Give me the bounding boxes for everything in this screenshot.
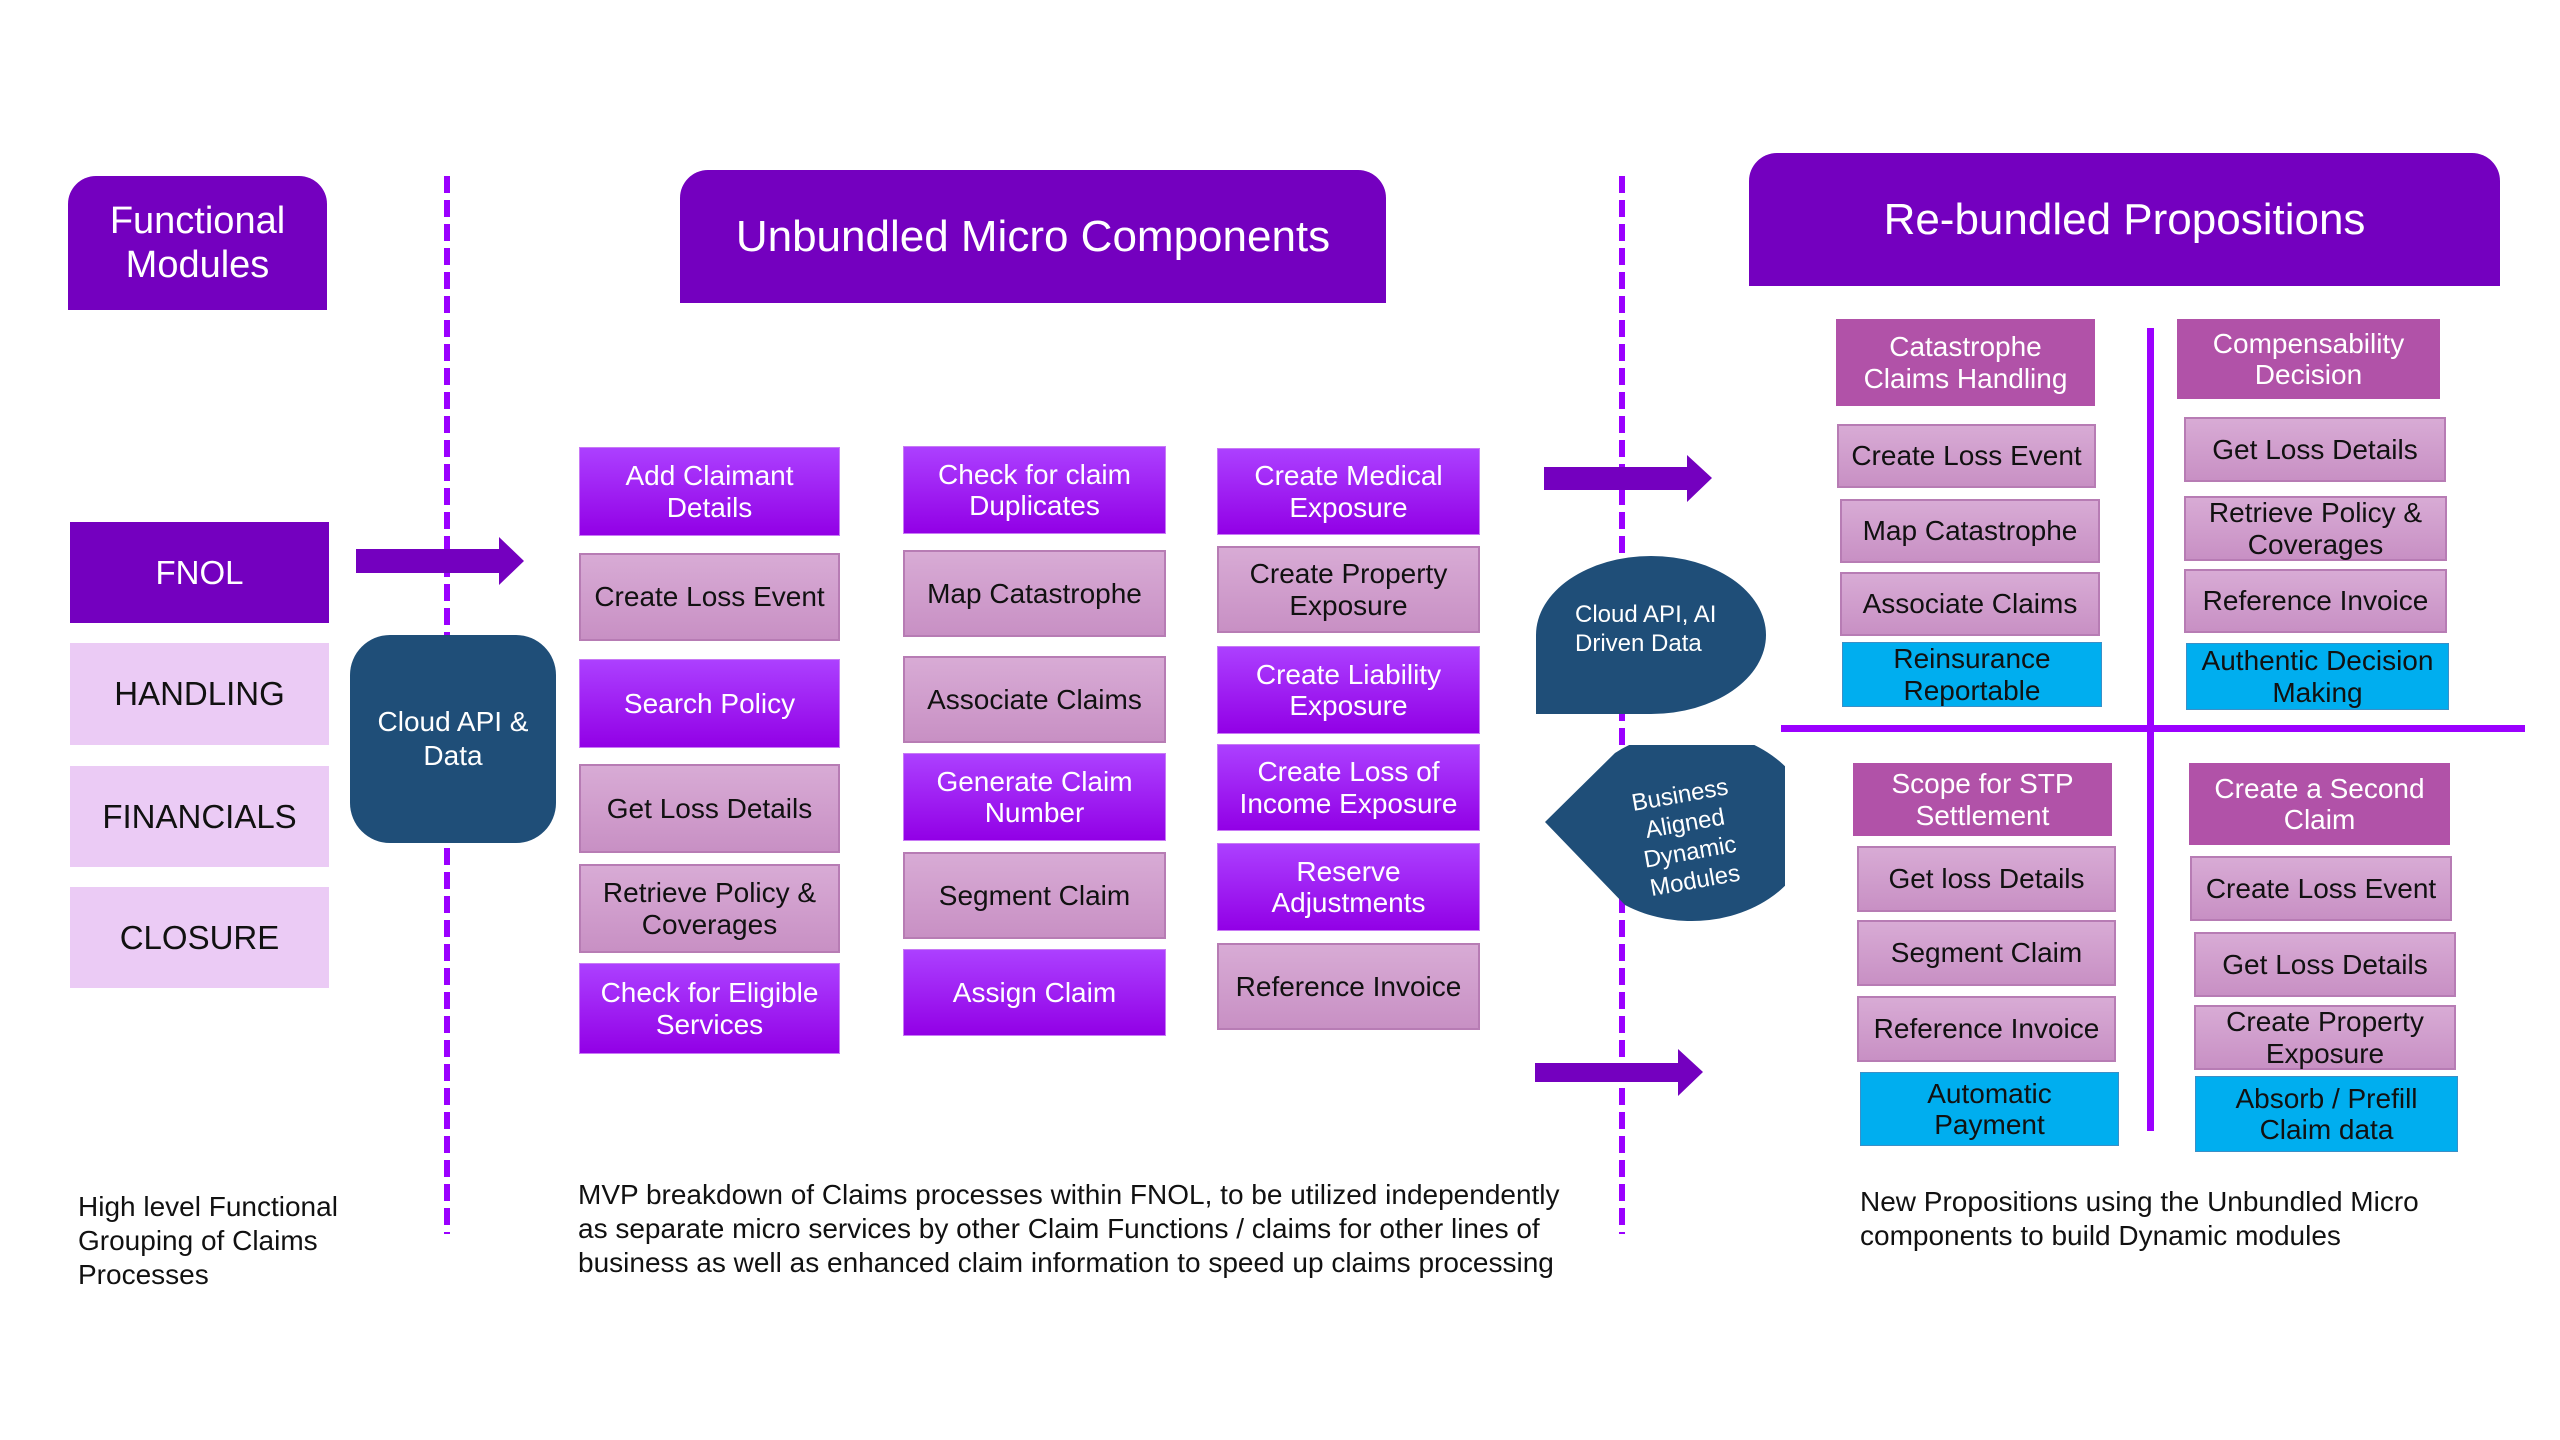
arrow-right-icon bbox=[356, 537, 524, 585]
prop-tl-item[interactable]: Create Loss Event bbox=[1837, 424, 2096, 488]
micro-reserve-adjustments[interactable]: Reserve Adjustments bbox=[1217, 843, 1480, 931]
prop-authentic-decision-making[interactable]: Authentic Decision Making bbox=[2186, 643, 2449, 710]
micro-assign-claim[interactable]: Assign Claim bbox=[903, 949, 1166, 1036]
prop-absorb-prefill[interactable]: Absorb / Prefill Claim data bbox=[2195, 1076, 2458, 1152]
cloud-api-ai-label: Cloud API, AI Driven Data bbox=[1575, 601, 1717, 657]
micro-get-loss-details[interactable]: Get Loss Details bbox=[579, 764, 840, 853]
module-handling[interactable]: HANDLING bbox=[70, 643, 329, 745]
micro-add-claimant-details[interactable]: Add Claimant Details bbox=[579, 447, 840, 536]
micro-create-loss-event[interactable]: Create Loss Event bbox=[579, 553, 840, 641]
module-fnol[interactable]: FNOL bbox=[70, 522, 329, 623]
prop-scope-stp-settlement[interactable]: Scope for STP Settlement bbox=[1853, 763, 2112, 836]
prop-br-item[interactable]: Create Property Exposure bbox=[2194, 1005, 2456, 1070]
prop-bl-item[interactable]: Reference Invoice bbox=[1857, 996, 2116, 1062]
caption-left: High level Functional Grouping of Claims… bbox=[78, 1191, 338, 1290]
arrow-right-icon bbox=[1535, 1049, 1703, 1096]
prop-reinsurance-reportable[interactable]: Reinsurance Reportable bbox=[1842, 642, 2102, 707]
cloud-api-ai-shape bbox=[1536, 556, 1766, 714]
caption-right: New Propositions using the Unbundled Mic… bbox=[1860, 1186, 2419, 1251]
prop-automatic-payment[interactable]: Automatic Payment bbox=[1860, 1072, 2119, 1146]
business-aligned-shape bbox=[1545, 745, 1785, 922]
cloud-api-data-box: Cloud API & Data bbox=[350, 635, 556, 843]
micro-associate-claims[interactable]: Associate Claims bbox=[903, 656, 1166, 743]
prop-compensability-decision[interactable]: Compensability Decision bbox=[2177, 319, 2440, 399]
rebundled-header: Re-bundled Propositions bbox=[1749, 153, 2500, 286]
prop-br-item[interactable]: Get Loss Details bbox=[2194, 932, 2456, 997]
micro-create-property-exposure[interactable]: Create Property Exposure bbox=[1217, 546, 1480, 633]
micro-create-medical-exposure[interactable]: Create Medical Exposure bbox=[1217, 448, 1480, 535]
micro-create-liability-exposure[interactable]: Create Liability Exposure bbox=[1217, 646, 1480, 734]
arrow-right-icon bbox=[1544, 455, 1712, 502]
prop-tr-item[interactable]: Retrieve Policy & Coverages bbox=[2184, 496, 2447, 561]
micro-retrieve-policy[interactable]: Retrieve Policy & Coverages bbox=[579, 864, 840, 953]
micro-map-catastrophe[interactable]: Map Catastrophe bbox=[903, 550, 1166, 637]
prop-tr-item[interactable]: Reference Invoice bbox=[2184, 569, 2447, 633]
prop-tl-item[interactable]: Associate Claims bbox=[1840, 572, 2100, 636]
prop-tr-item[interactable]: Get Loss Details bbox=[2184, 417, 2446, 482]
micro-search-policy[interactable]: Search Policy bbox=[579, 659, 840, 748]
prop-create-second-claim[interactable]: Create a Second Claim bbox=[2189, 763, 2450, 845]
prop-br-item[interactable]: Create Loss Event bbox=[2190, 856, 2452, 921]
micro-check-duplicates[interactable]: Check for claim Duplicates bbox=[903, 446, 1166, 534]
functional-modules-header: Functional Modules bbox=[68, 176, 327, 310]
prop-bl-item[interactable]: Get loss Details bbox=[1857, 846, 2116, 912]
business-aligned-label: Business Aligned Dynamic Modules bbox=[1629, 773, 1743, 903]
prop-catastrophe-claims-handling[interactable]: Catastrophe Claims Handling bbox=[1836, 319, 2095, 406]
caption-middle: MVP breakdown of Claims processes within… bbox=[578, 1179, 1560, 1278]
cloud-api-data-label: Cloud API & Data bbox=[377, 706, 529, 771]
prop-bl-item[interactable]: Segment Claim bbox=[1857, 920, 2116, 986]
micro-segment-claim[interactable]: Segment Claim bbox=[903, 852, 1166, 939]
module-closure[interactable]: CLOSURE bbox=[70, 887, 329, 988]
micro-create-loss-of-income[interactable]: Create Loss of Income Exposure bbox=[1217, 744, 1480, 831]
quadrant-horizontal-line bbox=[1781, 725, 2525, 732]
micro-check-eligible-services[interactable]: Check for Eligible Services bbox=[579, 963, 840, 1054]
module-financials[interactable]: FINANCIALS bbox=[70, 766, 329, 867]
micro-reference-invoice[interactable]: Reference Invoice bbox=[1217, 943, 1480, 1030]
prop-tl-item[interactable]: Map Catastrophe bbox=[1840, 499, 2100, 563]
unbundled-header: Unbundled Micro Components bbox=[680, 170, 1386, 303]
micro-generate-claim-number[interactable]: Generate Claim Number bbox=[903, 753, 1166, 841]
